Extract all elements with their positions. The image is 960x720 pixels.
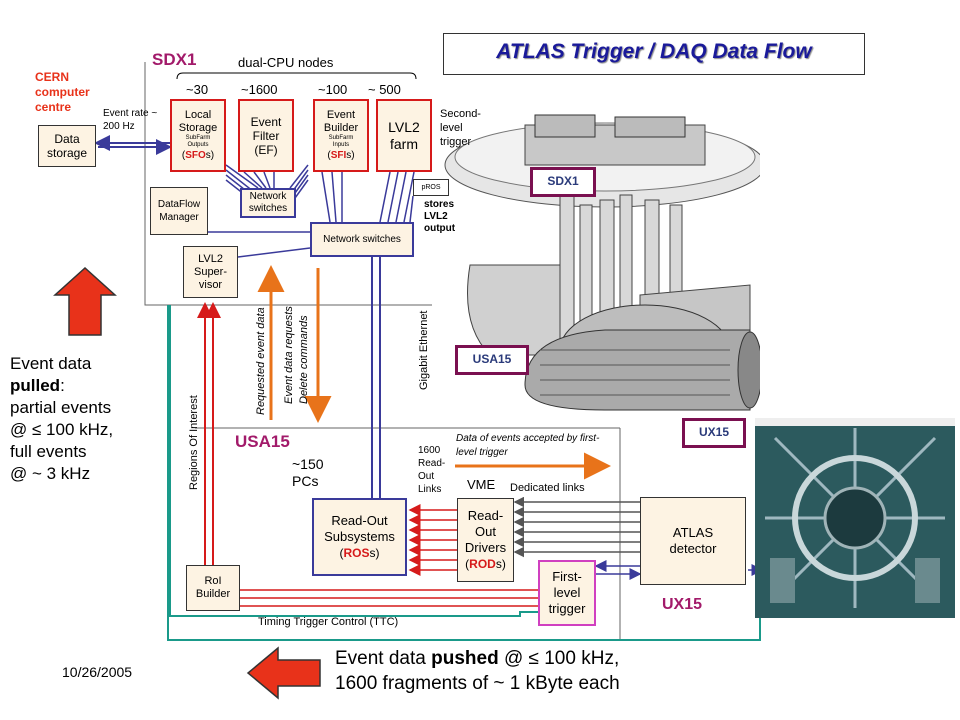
- rod-line3: Drivers: [464, 540, 507, 555]
- event-builder-sub2: Inputs: [332, 142, 350, 148]
- local-storage-tail: s): [205, 150, 215, 161]
- event-rate-label: Event rate ~ 200 Hz: [103, 108, 158, 132]
- local-storage-sub1: SubFarm: [185, 135, 211, 141]
- lvl2-supervisor-box: LVL2 Super- visor: [183, 246, 238, 298]
- pulled-text: Event data pulled: partial events @ ≤ 10…: [10, 353, 113, 485]
- atlas-detector-box: ATLAS detector: [640, 497, 746, 585]
- roi-builder-box: RoI Builder: [186, 565, 240, 611]
- pushed-text: Event data pushed @ ≤ 100 kHz, 1600 frag…: [335, 646, 620, 696]
- detector-line2: detector: [669, 541, 717, 556]
- rod-line1: Read-: [467, 508, 504, 523]
- event-filter-box: Event Filter (EF): [238, 99, 294, 172]
- local-storage-line1: Local: [184, 109, 212, 121]
- ros-acronym: ROS: [343, 546, 370, 560]
- local-storage-acronym: SFO: [185, 150, 206, 161]
- ux15-label: UX15: [662, 596, 703, 613]
- pulled-colon: :: [60, 376, 65, 395]
- flt-line2: level: [553, 585, 581, 600]
- detector-line1: ATLAS: [672, 525, 714, 540]
- pulled-bold: pulled: [10, 376, 61, 395]
- network-switches-small: Network switches: [240, 188, 296, 218]
- tag-ux15: UX15: [682, 418, 746, 448]
- read-out-links-label: 1600 Read-Out Links: [418, 445, 446, 495]
- event-filter-line3: (EF): [254, 142, 278, 157]
- pulled-line4: @ ≤ 100 kHz,: [10, 420, 114, 439]
- event-filter-line1: Event: [250, 114, 282, 129]
- cern-label: CERN computer centre: [35, 70, 90, 114]
- event-builder-line2: Builder: [323, 122, 359, 134]
- l2sv-line3: visor: [198, 278, 223, 291]
- pulled-line6: @ ~ 3 kHz: [10, 464, 91, 483]
- dedicated-links-label: Dedicated links: [510, 482, 585, 494]
- vme-label: VME: [467, 477, 496, 492]
- lvl2-farm-line1: LVL2: [388, 118, 420, 135]
- count-local-storage: ~30: [186, 82, 209, 97]
- count-lvl2: ~ 500: [368, 82, 401, 97]
- rod-box: Read- Out Drivers (RODs): [457, 498, 514, 582]
- l2sv-line2: Super-: [193, 265, 228, 278]
- ros-line2: Subsystems: [324, 529, 395, 544]
- cavern-illustration: [444, 114, 760, 411]
- dfm-line1: DataFlow: [157, 199, 201, 210]
- first-level-trigger-box: First- level trigger: [538, 560, 596, 626]
- pcs-count-label: ~150 PCs: [292, 456, 324, 489]
- tag-sdx1: SDX1: [530, 167, 596, 197]
- event-data-requests-label: Event data requests: [283, 306, 295, 404]
- event-builder-sub1: SubFarm: [328, 135, 354, 141]
- lvl2-farm-box: LVL2 farm: [376, 99, 432, 172]
- count-event-builder: ~100: [318, 82, 348, 97]
- rod-line2: Out: [475, 524, 496, 539]
- local-storage-sub2: Outputs: [187, 142, 209, 148]
- gigabit-ethernet-label: Gigabit Ethernet: [418, 310, 430, 391]
- event-builder-line1: Event: [326, 109, 356, 121]
- detector-photo: [755, 418, 955, 618]
- dual-cpu-label: dual-CPU nodes: [238, 55, 334, 70]
- pushed-line2: 1600 fragments of ~ 1 kByte each: [335, 673, 620, 694]
- data-storage-box: Data storage: [38, 125, 96, 167]
- pulled-line3: partial events: [10, 398, 112, 417]
- pushed-pre: Event data: [335, 648, 432, 669]
- rod-acronym: ROD: [469, 557, 496, 571]
- dataflow-manager-box: DataFlow Manager: [150, 187, 208, 235]
- dfm-line2: Manager: [159, 212, 199, 223]
- regions-of-interest-label: Regions Of Interest: [188, 395, 200, 490]
- local-storage-line2: Storage: [178, 122, 218, 134]
- lvl2-farm-line2: farm: [390, 135, 418, 152]
- flt-line1: First-: [552, 569, 582, 584]
- pushed-bold: pushed: [431, 648, 499, 669]
- event-builder-box: Event Builder SubFarm Inputs (SFIs): [313, 99, 369, 172]
- pushed-post: @ ≤ 100 kHz,: [498, 648, 620, 669]
- second-level-trigger-label: Second-level trigger: [440, 108, 481, 148]
- l2sv-line1: LVL2: [198, 252, 223, 265]
- pulled-line1: Event data: [10, 354, 92, 373]
- event-builder-tail: s): [346, 150, 355, 161]
- local-storage-box: Local Storage SubFarm Outputs (SFOs): [170, 99, 226, 172]
- ros-line1: Read-Out: [331, 513, 388, 528]
- usa15-label: USA15: [235, 432, 290, 451]
- network-switches-main: Network switches: [310, 222, 414, 257]
- flt-line3: trigger: [548, 601, 586, 616]
- event-builder-acronym: SFI: [330, 150, 347, 161]
- roib-line2: Builder: [195, 588, 231, 600]
- ttc-label: Timing Trigger Control (TTC): [258, 616, 399, 628]
- rod-tail: s): [495, 557, 506, 571]
- sdx1-label: SDX1: [152, 50, 197, 69]
- pulled-arrow: [53, 266, 117, 336]
- roib-line1: RoI: [204, 575, 222, 587]
- pushed-arrow: [246, 646, 321, 700]
- event-filter-line2: Filter: [252, 128, 280, 143]
- accepted-data-label: Data of events accepted by first-level t…: [456, 433, 600, 458]
- count-event-filter: ~1600: [241, 82, 278, 97]
- date-label: 10/26/2005: [62, 664, 133, 680]
- requested-event-data-label: Requested event data: [255, 307, 267, 415]
- pros-box: pROS: [413, 179, 449, 196]
- ros-box: Read-Out Subsystems (ROSs): [312, 498, 407, 576]
- tag-usa15: USA15: [455, 345, 529, 375]
- pulled-line5: full events: [10, 442, 87, 461]
- delete-commands-label: Delete commands: [298, 315, 310, 404]
- ros-tail: s): [369, 546, 380, 560]
- page-title: ATLAS Trigger / DAQ Data Flow: [443, 33, 865, 75]
- stores-lvl2-label: stores LVL2 output: [424, 199, 456, 234]
